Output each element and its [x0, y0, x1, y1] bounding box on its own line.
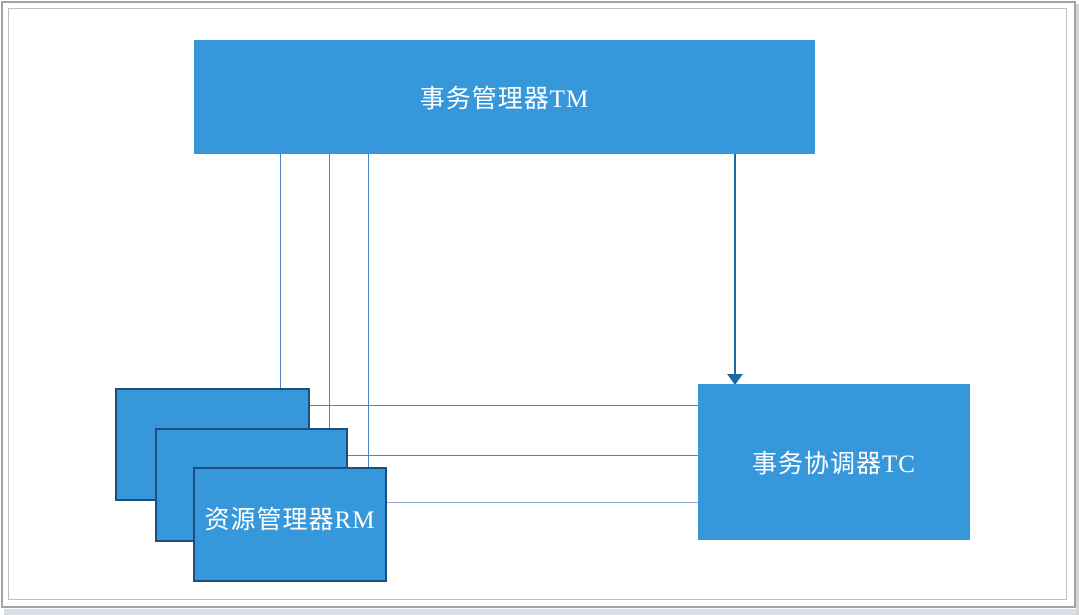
tc-node-label: 事务协调器TC [752, 451, 916, 478]
tc-node: 事务协调器TC [698, 384, 970, 540]
rm-node-label: 资源管理器RM [204, 506, 376, 534]
arrow-head-down-icon [727, 374, 743, 385]
frame-bottom-shadow [4, 609, 1079, 615]
tm-node: 事务管理器TM [194, 40, 815, 154]
connector-rm-front-tc [387, 502, 698, 503]
rm-node-front: 资源管理器RM [193, 467, 387, 582]
connector-rm-middle-tc [348, 455, 698, 456]
connector-tm-tc [734, 154, 736, 376]
tm-node-label: 事务管理器TM [419, 86, 590, 113]
connector-rm-back-tc [310, 405, 698, 406]
connector-tm-rm-back [280, 154, 281, 388]
connector-tm-rm-middle [329, 154, 330, 428]
connector-tm-rm-front [368, 154, 369, 467]
frame-right-shadow [1076, 4, 1079, 615]
